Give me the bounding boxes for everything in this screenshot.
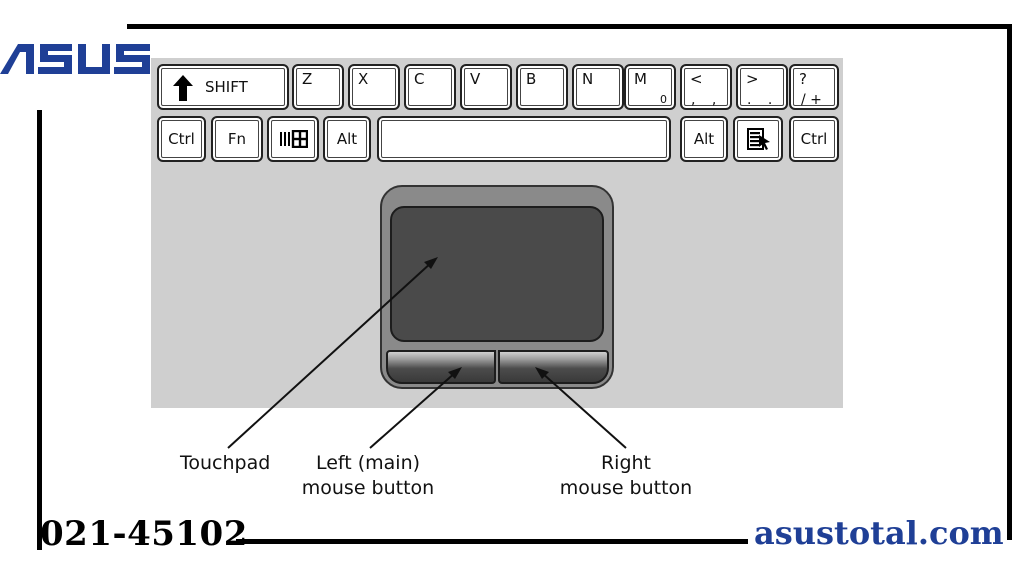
touchpad-label: Touchpad bbox=[180, 452, 271, 474]
website-link[interactable]: asustotal.com bbox=[754, 514, 1004, 552]
key-v-label: V bbox=[470, 70, 481, 88]
key-n-label: N bbox=[582, 70, 594, 88]
phone-number: 021-45102 bbox=[40, 514, 248, 554]
key-m-label: M bbox=[634, 70, 647, 88]
key-b[interactable]: B bbox=[516, 64, 568, 110]
key-slash[interactable]: ? / + bbox=[789, 64, 839, 110]
right-button-label-line1: Right bbox=[600, 452, 652, 474]
key-x-label: X bbox=[358, 70, 369, 88]
key-ctrl-left-label: Ctrl bbox=[168, 130, 195, 148]
key-ctrl-left[interactable]: Ctrl bbox=[157, 116, 206, 162]
right-mouse-button[interactable] bbox=[498, 350, 609, 384]
key-ctrl-right[interactable]: Ctrl bbox=[789, 116, 839, 162]
left-button-label: Left (main) mouse button bbox=[300, 451, 436, 501]
key-alt-left[interactable]: Alt bbox=[323, 116, 371, 162]
right-button-arrowhead bbox=[535, 367, 549, 379]
key-fn-label: Fn bbox=[227, 130, 247, 148]
key-comma-top: < bbox=[690, 70, 703, 88]
key-shift[interactable]: SHIFT bbox=[157, 64, 289, 110]
windows-key-icon bbox=[280, 130, 308, 148]
key-ctrl-right-label: Ctrl bbox=[800, 130, 828, 148]
key-m-sub: 0 bbox=[660, 93, 667, 106]
frame-bottom-line bbox=[236, 539, 748, 544]
right-button-leader-line bbox=[540, 371, 627, 449]
key-menu[interactable] bbox=[733, 116, 783, 162]
key-c-label: C bbox=[414, 70, 425, 88]
key-period[interactable]: > . . bbox=[736, 64, 788, 110]
touchpad-arrowhead bbox=[424, 257, 438, 269]
key-alt-right-label: Alt bbox=[693, 130, 715, 148]
touchpad[interactable] bbox=[390, 206, 604, 342]
key-period-bottom: . . bbox=[747, 92, 779, 108]
key-m[interactable]: M 0 bbox=[624, 64, 676, 110]
left-button-label-line1: Left (main) bbox=[315, 452, 421, 474]
key-comma-bottom: , , bbox=[691, 92, 723, 108]
key-period-top: > bbox=[746, 70, 759, 88]
key-slash-bottom: / + bbox=[801, 92, 822, 108]
frame-top-line bbox=[127, 24, 1012, 29]
key-fn[interactable]: Fn bbox=[211, 116, 263, 162]
key-windows[interactable] bbox=[267, 116, 319, 162]
left-mouse-button[interactable] bbox=[386, 350, 496, 384]
key-z[interactable]: Z bbox=[292, 64, 344, 110]
shift-arrow-icon bbox=[173, 75, 193, 101]
key-slash-top: ? bbox=[799, 70, 807, 88]
asus-logo bbox=[0, 44, 150, 74]
key-v[interactable]: V bbox=[460, 64, 512, 110]
key-z-label: Z bbox=[302, 70, 313, 88]
key-alt-right[interactable]: Alt bbox=[680, 116, 728, 162]
left-button-label-line2: mouse button bbox=[301, 477, 435, 499]
left-button-arrowhead bbox=[448, 367, 462, 379]
key-b-label: B bbox=[526, 70, 537, 88]
right-button-label: Right mouse button bbox=[558, 451, 694, 501]
right-button-label-line2: mouse button bbox=[559, 477, 693, 499]
frame-left-line bbox=[37, 110, 42, 550]
key-space[interactable] bbox=[377, 116, 671, 162]
key-alt-left-label: Alt bbox=[336, 130, 358, 148]
key-x[interactable]: X bbox=[348, 64, 400, 110]
left-button-leader-line bbox=[369, 371, 457, 449]
frame-right-line bbox=[1007, 24, 1012, 540]
key-c[interactable]: C bbox=[404, 64, 456, 110]
menu-key-icon bbox=[747, 128, 770, 150]
key-shift-label: SHIFT bbox=[205, 78, 248, 96]
key-n[interactable]: N bbox=[572, 64, 624, 110]
touchpad-leader-line bbox=[227, 261, 433, 449]
key-comma[interactable]: < , , bbox=[680, 64, 732, 110]
